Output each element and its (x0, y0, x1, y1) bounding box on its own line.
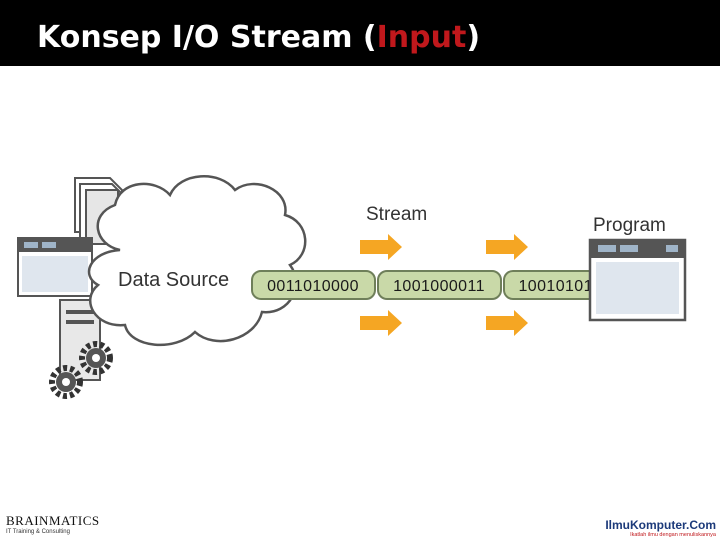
gear-icon-large (79, 341, 113, 375)
stream-arrow-top-right (486, 234, 528, 260)
left-logo-tagline: IT Training & Consulting (6, 529, 70, 535)
title-bar (0, 0, 720, 66)
bit-packet-2-box (377, 270, 502, 300)
stream-arrows (360, 234, 528, 336)
title-suffix: ) (466, 20, 481, 55)
ilmukomputer-logo: IlmuKomputer.Com Ikatlah ilmu dengan men… (605, 518, 716, 539)
slide-title: Konsep I/O Stream (Input) (37, 18, 480, 58)
right-logo-brand: IlmuKomputer.Com (605, 518, 716, 532)
title-prefix: Konsep I/O Stream ( (37, 20, 377, 55)
bit-packet-1-box (251, 270, 376, 300)
bit-packet-1: 0011010000 (267, 278, 359, 295)
program-label: Program (593, 215, 666, 236)
stream-arrow-bottom-right (486, 310, 528, 336)
stream-label: Stream (366, 204, 427, 225)
title-highlight: Input (376, 20, 467, 55)
data-source-label: Data Source (118, 269, 229, 291)
gear-icon-small (49, 365, 83, 399)
window-icon (17, 237, 93, 297)
bit-packet-2: 1001000011 (393, 278, 485, 295)
brainmatics-logo: BRAINMATICS IT Training & Consulting (6, 513, 100, 538)
left-logo-brand: BRAINMATICS (6, 513, 100, 528)
bit-packet-3: 1001010101 (519, 278, 612, 295)
bit-stream: 0011010000 1001000011 1001010101 (251, 270, 628, 300)
stream-arrow-bottom-left (360, 310, 402, 336)
stream-arrow-top-left (360, 234, 402, 260)
right-logo-tagline: Ikatlah ilmu dengan menuliskannya (630, 532, 716, 538)
data-source-cloud: Data Source (87, 175, 307, 347)
io-stream-diagram: Data Source Stream 0011010000 1001000011… (17, 175, 687, 399)
program-window-icon (588, 238, 687, 322)
